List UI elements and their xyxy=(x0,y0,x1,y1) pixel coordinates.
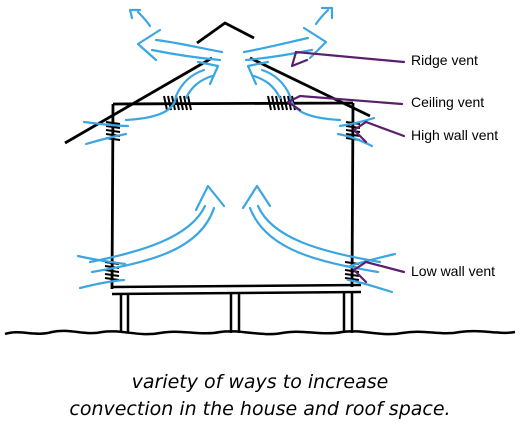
airflow-low-wall-left xyxy=(76,254,127,290)
label-pointers xyxy=(286,50,406,284)
pointer-ridge-vent xyxy=(290,50,406,68)
airflow-high-wall-left xyxy=(82,94,178,146)
airflow-arrow-top-right xyxy=(314,6,334,26)
airflow-arrows xyxy=(76,6,397,294)
airflow-arrow-ridge-right xyxy=(242,26,328,62)
airflow-arrow-top-left xyxy=(128,8,152,28)
pointer-high-wall-vent xyxy=(352,120,406,144)
airflow-arrow-ceiling-left xyxy=(174,60,220,100)
ground-line xyxy=(4,329,516,336)
airflow-low-wall-right xyxy=(346,252,397,294)
label-ceiling-vent: Ceiling vent xyxy=(411,94,484,110)
house-stilts xyxy=(119,293,354,333)
airflow-arrow-ceiling-right xyxy=(246,60,292,100)
house-floor xyxy=(111,283,362,296)
airflow-arrow-lower-left xyxy=(88,184,226,274)
ceiling-vent-right xyxy=(267,95,296,111)
airflow-arrow-lower-right xyxy=(241,184,382,274)
label-low-wall-vent: Low wall vent xyxy=(411,263,495,279)
airflow-arrow-ridge-left xyxy=(136,28,224,62)
roof xyxy=(64,21,371,145)
high-wall-vent-left xyxy=(105,121,121,141)
vents xyxy=(104,95,361,281)
house-walls xyxy=(110,102,355,290)
pointer-low-wall-vent xyxy=(352,260,406,284)
label-high-wall-vent: High wall vent xyxy=(411,127,498,143)
pointer-ceiling-vent xyxy=(286,94,404,112)
caption-line-1: variety of ways to increase xyxy=(131,371,389,393)
caption-line-2: convection in the house and roof space. xyxy=(69,398,451,420)
ceiling-line xyxy=(112,101,354,106)
label-ridge-vent: Ridge vent xyxy=(411,52,478,68)
